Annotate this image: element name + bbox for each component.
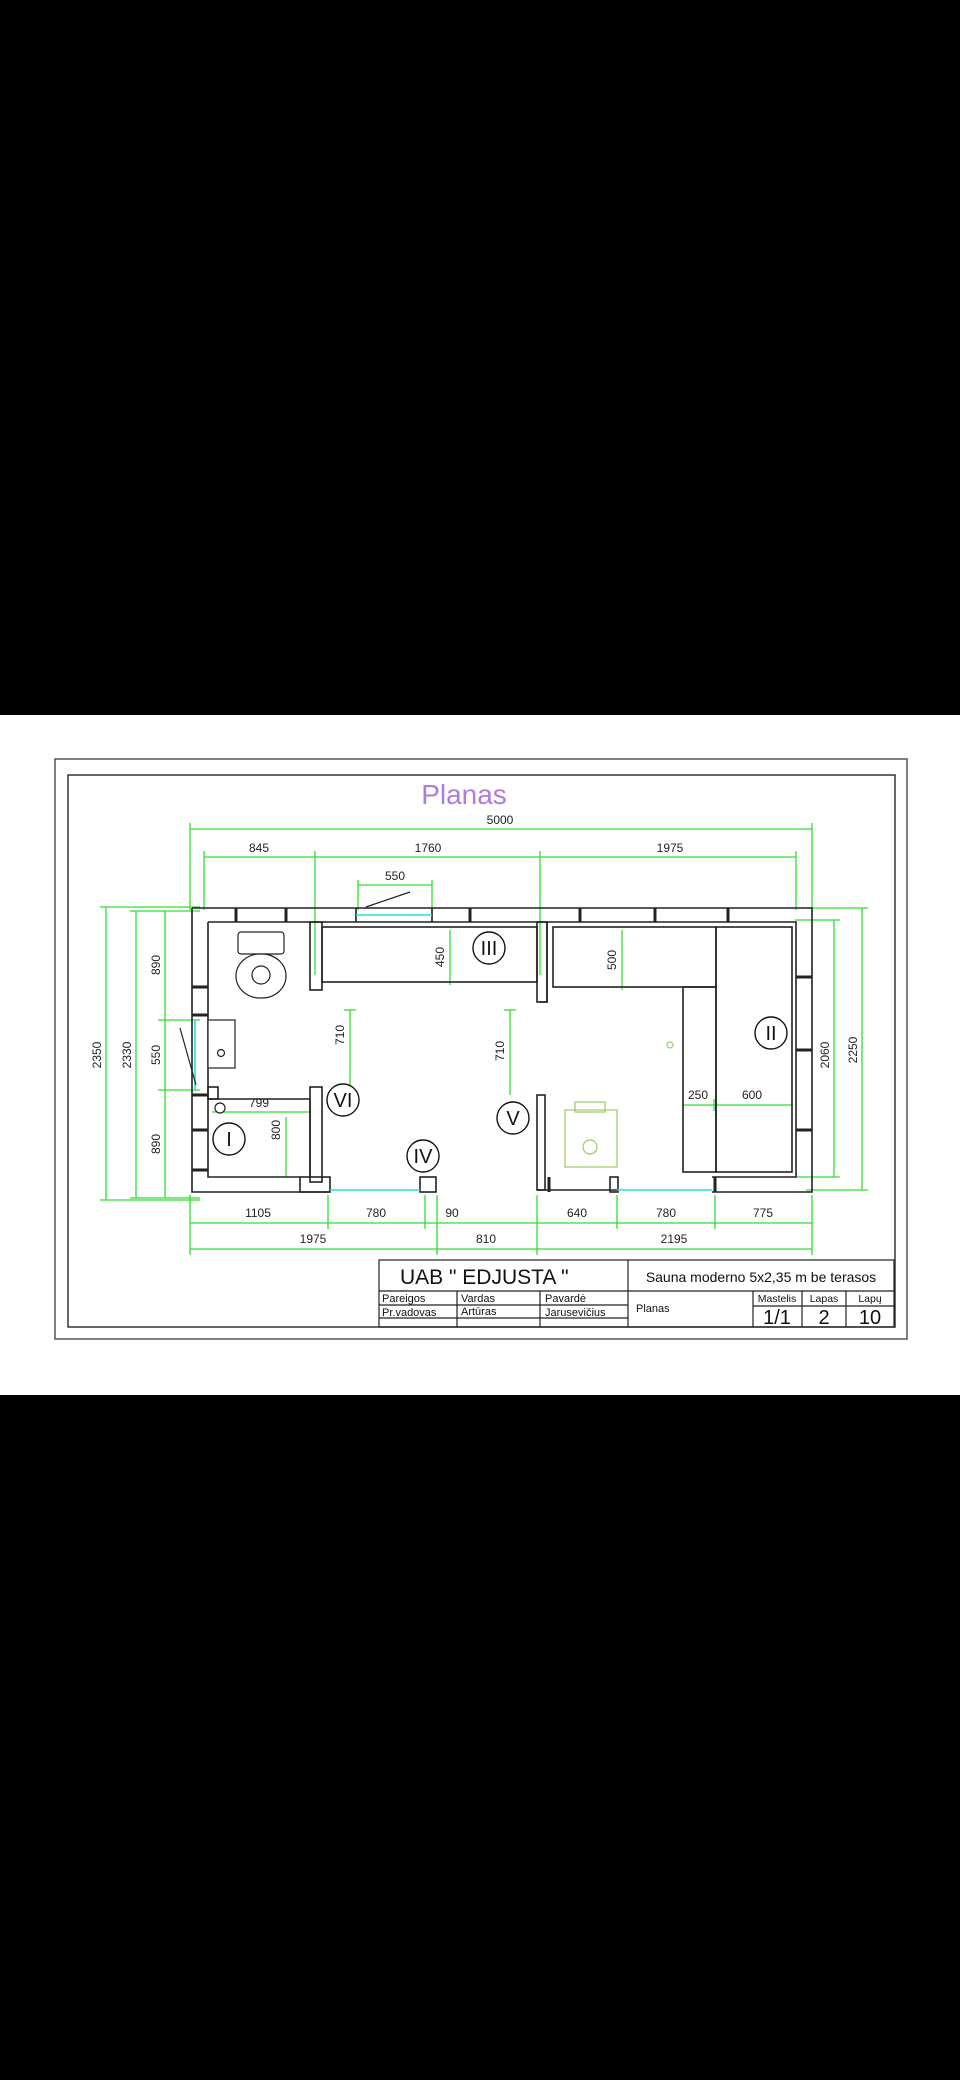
lapu-label: Lapų [858,1293,882,1305]
dim-2330: 2330 [120,1041,134,1068]
dim-2060: 2060 [818,1041,832,1068]
mastelis-label: Mastelis [758,1293,797,1305]
dim-500: 500 [605,950,619,970]
dimension-labels: 5000 845 1760 1975 550 2350 2330 890 550… [90,813,860,1246]
dim-775: 775 [753,1206,773,1220]
room-i-label: I [226,1129,232,1151]
room-ii-label: II [765,1023,776,1045]
title-block-text: UAB " EDJUSTA " Sauna moderno 5x2,35 m b… [382,1266,882,1329]
dim-799: 799 [249,1096,269,1110]
toilet-tank [237,931,285,955]
sauna-vent [666,1041,674,1049]
dim-550-left: 550 [149,1045,163,1065]
outer-frame [54,758,908,1340]
dim-1760: 1760 [415,841,442,855]
dim-1975-top: 1975 [657,841,684,855]
surname-value: Jarusevičius [545,1307,606,1319]
lapas-label: Lapas [810,1293,839,1305]
room-vi-label: VI [334,1090,353,1112]
dim-710-left: 710 [333,1025,347,1045]
room-v-circle [496,1101,530,1135]
dim-780-right: 780 [656,1206,676,1220]
shower-drain [214,1102,226,1114]
dim-2350: 2350 [90,1041,104,1068]
dimension-lines [100,823,868,1255]
mastelis-value: 1/1 [763,1307,791,1329]
fixtures [207,931,674,1114]
dim-1975-bottom: 1975 [300,1232,327,1246]
room-v-label: V [506,1108,520,1130]
room-iii-label: III [481,938,498,960]
role-value: Pr.vadovas [382,1307,437,1319]
lapas-value: 2 [818,1307,829,1329]
sheet-name: Planas [636,1303,670,1315]
dim-90: 90 [445,1206,459,1220]
sauna-stove [564,1101,618,1168]
dim-1105: 1105 [245,1206,271,1220]
room-labels: I II III IV V VI [212,931,788,1173]
dim-845: 845 [249,841,269,855]
dim-710-right: 710 [493,1041,507,1061]
room-vi-circle [326,1083,360,1117]
header-pareigos: Pareigos [382,1293,426,1305]
lapu-value: 10 [859,1307,881,1329]
dim-640: 640 [567,1206,587,1220]
dim-600: 600 [742,1088,762,1102]
dim-890-top: 890 [149,955,163,975]
dim-2195: 2195 [661,1232,688,1246]
floor-plan-drawing: Planas [54,758,908,1340]
glass-panels [194,914,712,1191]
sink-drain [216,1048,226,1058]
toilet-drain [251,965,271,985]
header-vardas: Vardas [461,1293,496,1305]
dim-780-left: 780 [366,1206,386,1220]
dim-810: 810 [476,1232,496,1246]
dim-550-door: 550 [385,869,405,883]
company-name: UAB " EDJUSTA " [400,1266,569,1289]
dim-250: 250 [688,1088,708,1102]
room-i-circle [212,1122,246,1156]
dim-5000: 5000 [487,813,514,827]
wall-posts [192,908,812,1192]
dim-2250: 2250 [846,1036,860,1063]
dim-890-bottom: 890 [149,1134,163,1154]
project-name: Sauna moderno 5x2,35 m be terasos [646,1269,876,1285]
sink [207,1019,236,1069]
room-iv-circle [406,1139,440,1173]
title-block [378,1259,895,1328]
room-ii-circle [754,1016,788,1050]
room-iii-circle [472,931,506,965]
dim-450: 450 [433,947,447,967]
door-swings [179,891,411,1086]
drawing-sheet: Planas [0,715,960,1395]
dim-800: 800 [269,1120,283,1140]
room-iv-label: IV [414,1146,434,1168]
header-pavarde: Pavardė [545,1293,586,1305]
plan-title: Planas [421,779,507,810]
name-value: Artūras [461,1306,497,1318]
